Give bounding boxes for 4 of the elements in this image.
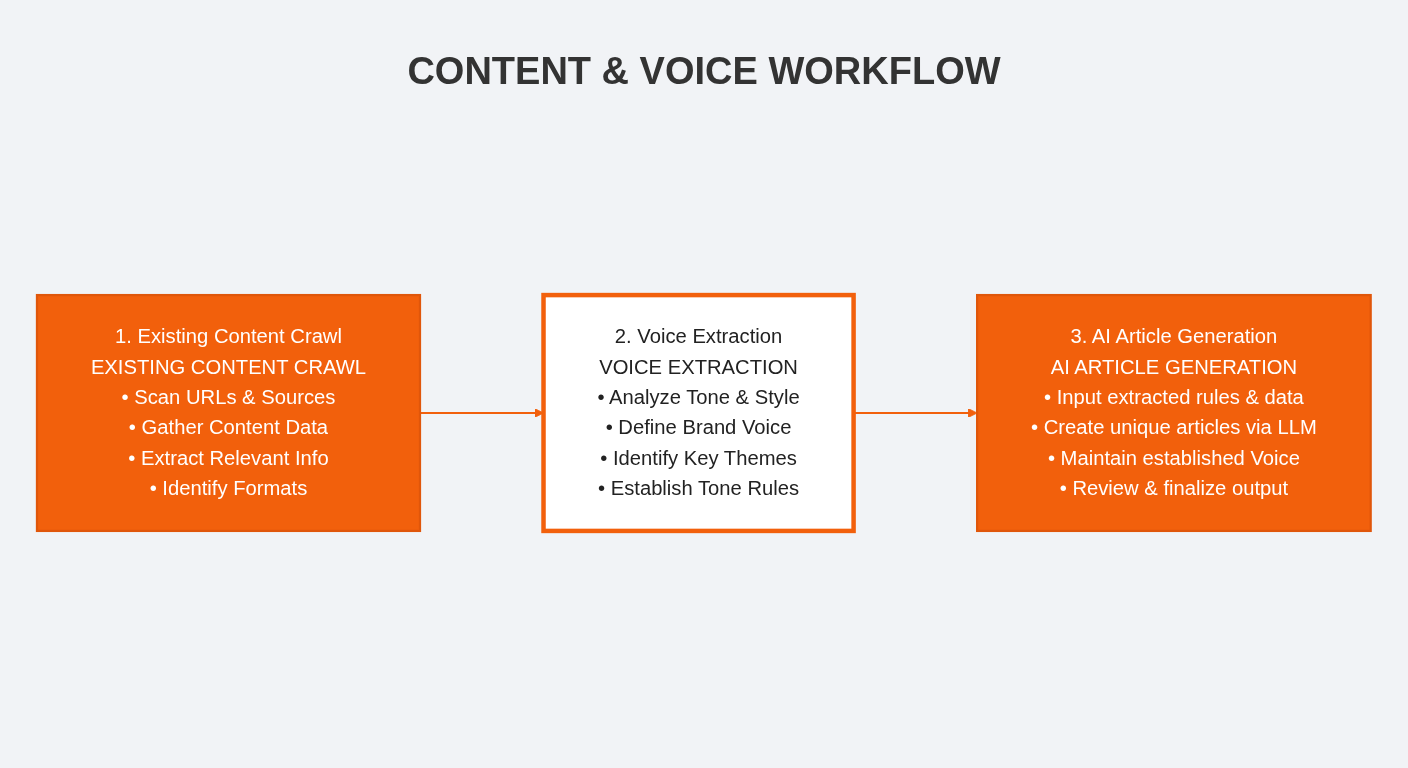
node-box: 1. Existing Content Crawl EXISTING CONTENT CRAWL • Scan URLs & Sources • Gather Content Data • Extract Relevant Info • Identify Formats [36, 293, 422, 533]
title: CONTENT & VOICE WORKFLOW [406, 50, 1002, 93]
node-box: 2. Voice Extraction VOICE EXTRACTION • Analyze Tone & Style • Define Brand Voice • Identify Key Themes • Establish Tone Rules [541, 292, 856, 534]
node-box: 3. AI Article Generation AI ARTICLE GENERATION • Input extracted rules & data • Create unique articles via LLM • Maintain established Voice • Review & finalize output [976, 293, 1372, 533]
